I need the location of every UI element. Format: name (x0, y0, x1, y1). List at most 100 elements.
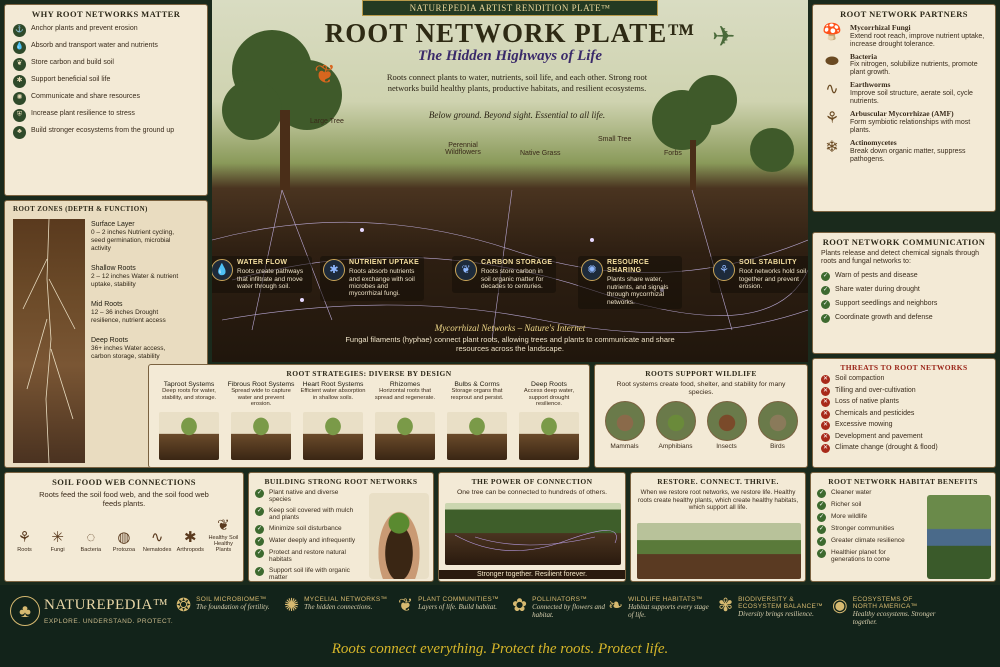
wildlife-label: Birds (770, 443, 785, 451)
restore-panel: RESTORE. CONNECT. THRIVE. When we restor… (630, 472, 806, 582)
foodweb-label: Protozoa (112, 547, 136, 554)
scene-illustration (212, 30, 808, 341)
why-item-label: Increase plant resilience to stress (31, 110, 135, 117)
x-icon: ✕ (821, 432, 830, 442)
threats-panel: THREATS TO ROOT NETWORKS ✕Soil compactio… (812, 358, 996, 468)
footer-item-desc: Habitat supports every stage of life. (628, 603, 709, 619)
partners-panel: ROOT NETWORK PARTNERS 🍄Mycorrhizal Fungi… (812, 4, 996, 212)
leaf-icon: ❦ (455, 259, 477, 281)
strategy-desc: Efficient water absorption in shallow so… (300, 388, 366, 401)
zone-name: Shallow Roots (91, 264, 136, 272)
building-label: Support soil life with organic matter (269, 566, 350, 582)
benefit-item: ✓ Stronger communities (817, 525, 917, 534)
root-sketch-image (375, 412, 435, 460)
threat-label: Tilling and over-cultivation (835, 386, 916, 394)
check-icon: ✓ (821, 285, 830, 295)
foodweb-2-icon: ◌ (86, 530, 96, 547)
benefit-label: Cleaner water (831, 489, 872, 496)
foodweb-text: Roots feed the soil food web, and the so… (39, 490, 209, 508)
check-icon: ✓ (817, 549, 826, 558)
root-sketch-image (447, 412, 507, 460)
soil-profile-image (13, 218, 85, 464)
strategy-desc: Storage organs that resprout and persist… (450, 388, 504, 401)
why-item: ❦Store carbon and build soil (13, 58, 199, 71)
actinomycetes-icon: ❄ (825, 138, 839, 156)
communication-panel: ROOT NETWORK COMMUNICATION Plants releas… (812, 232, 996, 354)
strategy-name: Bulbs & Corms (454, 381, 500, 388)
why-item-label: Communicate and share resources (31, 93, 140, 100)
amphibians-icon (655, 401, 696, 442)
root-sketch-image (519, 412, 579, 460)
building-item: ✓Protect and restore natural habitats (255, 548, 361, 564)
communication-intro: Plants release and detect chemical signa… (821, 250, 979, 266)
benefit-item: ✓ Cleaner water (817, 489, 917, 498)
resilience-icon: ⛨ (13, 109, 26, 122)
building-label: Minimize soil disturbance (269, 524, 342, 532)
footer-item-title: BIODIVERSITY & ECOSYSTEM BALANCE™ (738, 596, 823, 610)
strategy-name: Rhizomes (389, 381, 421, 388)
function-desc: Plants share water, nutrients, and signa… (607, 276, 669, 306)
partner-name: Bacteria (850, 51, 878, 61)
strategy-name: Fibrous Root Systems (227, 381, 295, 388)
strategies-title: ROOT STRATEGIES: DIVERSE BY DESIGN (286, 369, 452, 378)
zone-detail: 2 – 12 inches Water & nutrient uptake, s… (91, 273, 179, 288)
function-desc: Root networks hold soil together and pre… (739, 268, 807, 290)
brand-tagline: EXPLORE. UNDERSTAND. PROTECT. (44, 618, 174, 625)
plant-label-wildflowers: Perennial Wildflowers (445, 142, 481, 156)
why-item: 💧Absorb and transport water and nutrient… (13, 41, 199, 54)
zone-name: Mid Roots (91, 300, 123, 308)
strategies-panel: ROOT STRATEGIES: DIVERSE BY DESIGN Tapro… (148, 364, 590, 468)
page-subtitle: The Hidden Highways of Life (417, 48, 603, 64)
threat-item: ✕Excessive mowing (821, 421, 987, 430)
page-title: ROOT NETWORK PLATE™ (324, 18, 696, 48)
zone-name: Deep Roots (91, 336, 128, 344)
benefit-label: More wildlife (831, 513, 868, 520)
check-icon: ✓ (817, 513, 826, 522)
function-title: CARBON STORAGE (481, 259, 553, 266)
check-icon: ✓ (817, 525, 826, 534)
x-icon: ✕ (821, 375, 830, 384)
function-title: NUTRIENT UPTAKE (349, 259, 420, 266)
check-icon: ✓ (821, 271, 830, 281)
check-icon: ✓ (817, 489, 826, 498)
foodweb-item: ⚘Roots (9, 528, 40, 553)
foodweb-item: ✱Arthropods (175, 528, 206, 553)
footer-item-title: ECOSYSTEMS OF NORTH AMERICA™ (852, 596, 918, 610)
wildlife-item: Birds (757, 401, 798, 451)
foodweb-3-icon: ◍ (117, 530, 131, 547)
microbiome-icon: ❂ (176, 595, 192, 615)
mammals-icon (604, 401, 645, 442)
communication-title: ROOT NETWORK COMMUNICATION (822, 237, 986, 247)
check-icon: ✓ (817, 537, 826, 546)
zone-detail: 0 – 2 inches Nutrient cycling, seed germ… (91, 229, 175, 252)
wildlife-label: Mammals (610, 443, 639, 451)
root-lines-icon (22, 218, 76, 464)
strategy-name: Taproot Systems (163, 381, 215, 388)
benefit-label: Stronger communities (831, 525, 895, 532)
footer-item-title: PLANT COMMUNITIES™ (418, 596, 499, 603)
top-banner: NATUREPEDIA ARTIST RENDITION PLATE™ (362, 0, 658, 16)
communication-label: Support seedlings and neighbors (835, 299, 938, 307)
footer-item-title: WILDLIFE HABITATS™ (628, 596, 703, 603)
brand-logo-icon: ♣ (10, 596, 40, 626)
foodweb-6-icon: ❦ (217, 518, 230, 534)
why-item-label: Store carbon and build soil (31, 59, 114, 66)
threat-label: Loss of native plants (835, 398, 899, 405)
footer-item-desc: Diversity brings resilience. (738, 610, 814, 618)
foodweb-item: ◌Bacteria (75, 530, 106, 553)
roots-icon: ⚘ (713, 259, 735, 281)
partner-name: Earthworms (850, 80, 891, 90)
strategy-desc: Access deep water, support drought resil… (523, 388, 575, 408)
check-icon: ✓ (255, 524, 264, 534)
